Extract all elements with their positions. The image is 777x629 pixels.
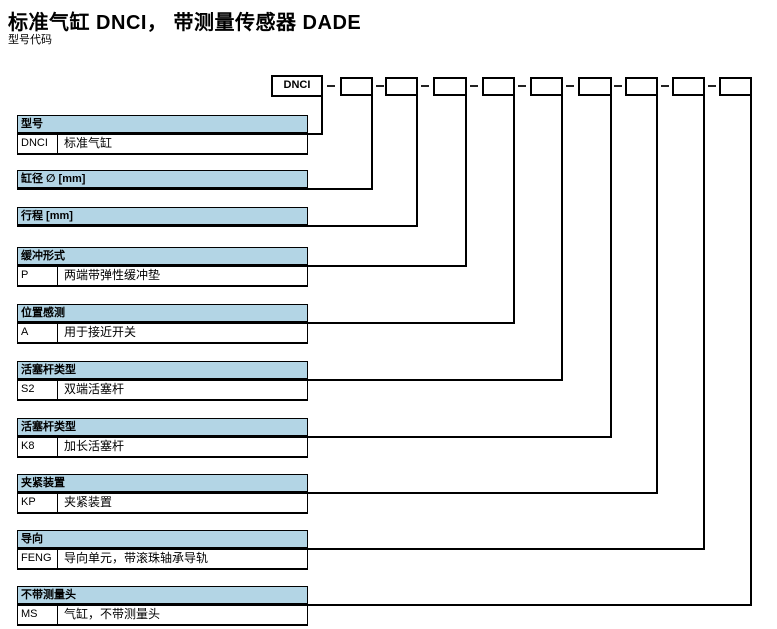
connector-vertical-bore (371, 94, 373, 190)
dash-separator (566, 85, 574, 87)
section-cushioning: 缓冲形式 P 两端带弹性缓冲垫 (17, 247, 308, 287)
section-header: 型号 (17, 115, 308, 135)
code-box-bore (340, 77, 373, 96)
table-row: A 用于接近开关 (17, 324, 308, 344)
connector-horizontal-clamping (306, 492, 658, 494)
connector-horizontal-piston-rod-s2 (306, 379, 563, 381)
section-guide: 导向 FENG 导向单元，带滚珠轴承导轨 (17, 530, 308, 570)
connector-horizontal-stroke (306, 225, 418, 227)
page-title: 标准气缸 DNCI， 带测量传感器 DADE (8, 12, 362, 34)
connector-vertical-clamping (656, 94, 658, 494)
code-box-model: DNCI (271, 75, 323, 97)
code-box-guide (672, 77, 705, 96)
option-code: FENG (18, 550, 58, 568)
option-description: 双端活塞杆 (64, 382, 125, 396)
table-row: MS 气缸，不带测量头 (17, 606, 308, 626)
option-code: A (18, 324, 58, 342)
dash-separator (708, 85, 716, 87)
code-box-position-sensing (482, 77, 515, 96)
option-description: 用于接近开关 (64, 325, 137, 339)
connector-horizontal-piston-rod-k8 (306, 436, 612, 438)
connector-horizontal-bore (306, 188, 373, 190)
section-without-measuring-head: 不带测量头 MS 气缸，不带测量头 (17, 586, 308, 626)
table-row: K8 加长活塞杆 (17, 438, 308, 458)
option-description: 标准气缸 (64, 136, 113, 150)
page-subtitle: 型号代码 (8, 34, 52, 46)
connector-horizontal-model (306, 133, 323, 135)
code-box-cushioning (433, 77, 467, 96)
table-row: KP 夹紧装置 (17, 494, 308, 514)
table-row: DNCI 标准气缸 (17, 135, 308, 155)
dash-separator (518, 85, 526, 87)
option-code: P (18, 267, 58, 285)
section-piston-rod-type-s2: 活塞杆类型 S2 双端活塞杆 (17, 361, 308, 401)
dash-separator (470, 85, 478, 87)
code-box-piston-rod-k8 (578, 77, 612, 96)
section-piston-rod-type-k8: 活塞杆类型 K8 加长活塞杆 (17, 418, 308, 458)
section-position-sensing: 位置感测 A 用于接近开关 (17, 304, 308, 344)
section-stroke: 行程 [mm] (17, 207, 308, 227)
code-box-piston-rod-s2 (530, 77, 563, 96)
connector-vertical-piston-rod-s2 (561, 94, 563, 381)
table-row: S2 双端活塞杆 (17, 381, 308, 401)
section-header: 导向 (17, 530, 308, 550)
option-code: DNCI (18, 135, 58, 153)
dash-separator (327, 85, 335, 87)
option-description: 两端带弹性缓冲垫 (64, 268, 161, 282)
table-row: FENG 导向单元，带滚珠轴承导轨 (17, 550, 308, 570)
connector-horizontal-measuring-head (306, 604, 752, 606)
section-header: 活塞杆类型 (17, 361, 308, 381)
connector-horizontal-position-sensing (306, 322, 515, 324)
connector-horizontal-cushioning (306, 265, 467, 267)
code-box-measuring-head (719, 77, 752, 96)
option-code: MS (18, 606, 58, 624)
option-code: KP (18, 494, 58, 512)
connector-vertical-guide (703, 94, 705, 550)
section-header: 缸径 ∅ [mm] (17, 170, 308, 190)
option-code: S2 (18, 381, 58, 399)
option-code: K8 (18, 438, 58, 456)
option-description: 加长活塞杆 (64, 439, 125, 453)
section-header: 不带测量头 (17, 586, 308, 606)
code-box-clamping (625, 77, 658, 96)
connector-vertical-stroke (416, 94, 418, 227)
option-description: 气缸，不带测量头 (64, 607, 161, 621)
section-header: 缓冲形式 (17, 247, 308, 267)
connector-vertical-measuring-head (750, 94, 752, 606)
dash-separator (421, 85, 429, 87)
table-row: P 两端带弹性缓冲垫 (17, 267, 308, 287)
connector-vertical-cushioning (465, 94, 467, 267)
dash-separator (376, 85, 384, 87)
connector-vertical-piston-rod-k8 (610, 94, 612, 438)
section-model: 型号 DNCI 标准气缸 (17, 115, 308, 155)
dash-separator (661, 85, 669, 87)
dash-separator (614, 85, 622, 87)
section-header: 活塞杆类型 (17, 418, 308, 438)
section-bore-diameter: 缸径 ∅ [mm] (17, 170, 308, 190)
code-box-stroke (385, 77, 418, 96)
section-clamping-unit: 夹紧装置 KP 夹紧装置 (17, 474, 308, 514)
option-description: 导向单元，带滚珠轴承导轨 (64, 551, 209, 565)
connector-vertical-model (321, 94, 323, 135)
section-header: 位置感测 (17, 304, 308, 324)
connector-horizontal-guide (306, 548, 705, 550)
section-header: 行程 [mm] (17, 207, 308, 227)
connector-vertical-position-sensing (513, 94, 515, 324)
option-description: 夹紧装置 (64, 495, 113, 509)
section-header: 夹紧装置 (17, 474, 308, 494)
